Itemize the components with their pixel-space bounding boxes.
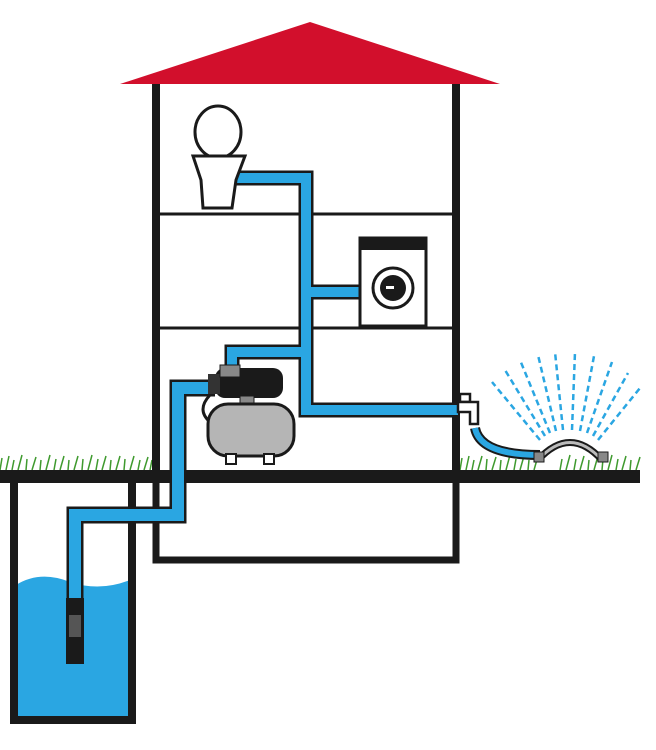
submersible-pump-icon	[66, 598, 84, 664]
pressure-tank-icon	[206, 395, 296, 465]
tap-icon	[456, 392, 480, 426]
well	[10, 480, 136, 724]
ground-line	[0, 470, 640, 483]
toilet-icon	[190, 104, 248, 210]
sprinkler-icon	[491, 351, 641, 463]
grass	[0, 454, 641, 471]
pump-icon	[201, 364, 283, 424]
pipes	[66, 170, 458, 600]
basement	[152, 483, 460, 564]
washing-machine-icon	[358, 236, 428, 328]
roof	[120, 22, 500, 84]
